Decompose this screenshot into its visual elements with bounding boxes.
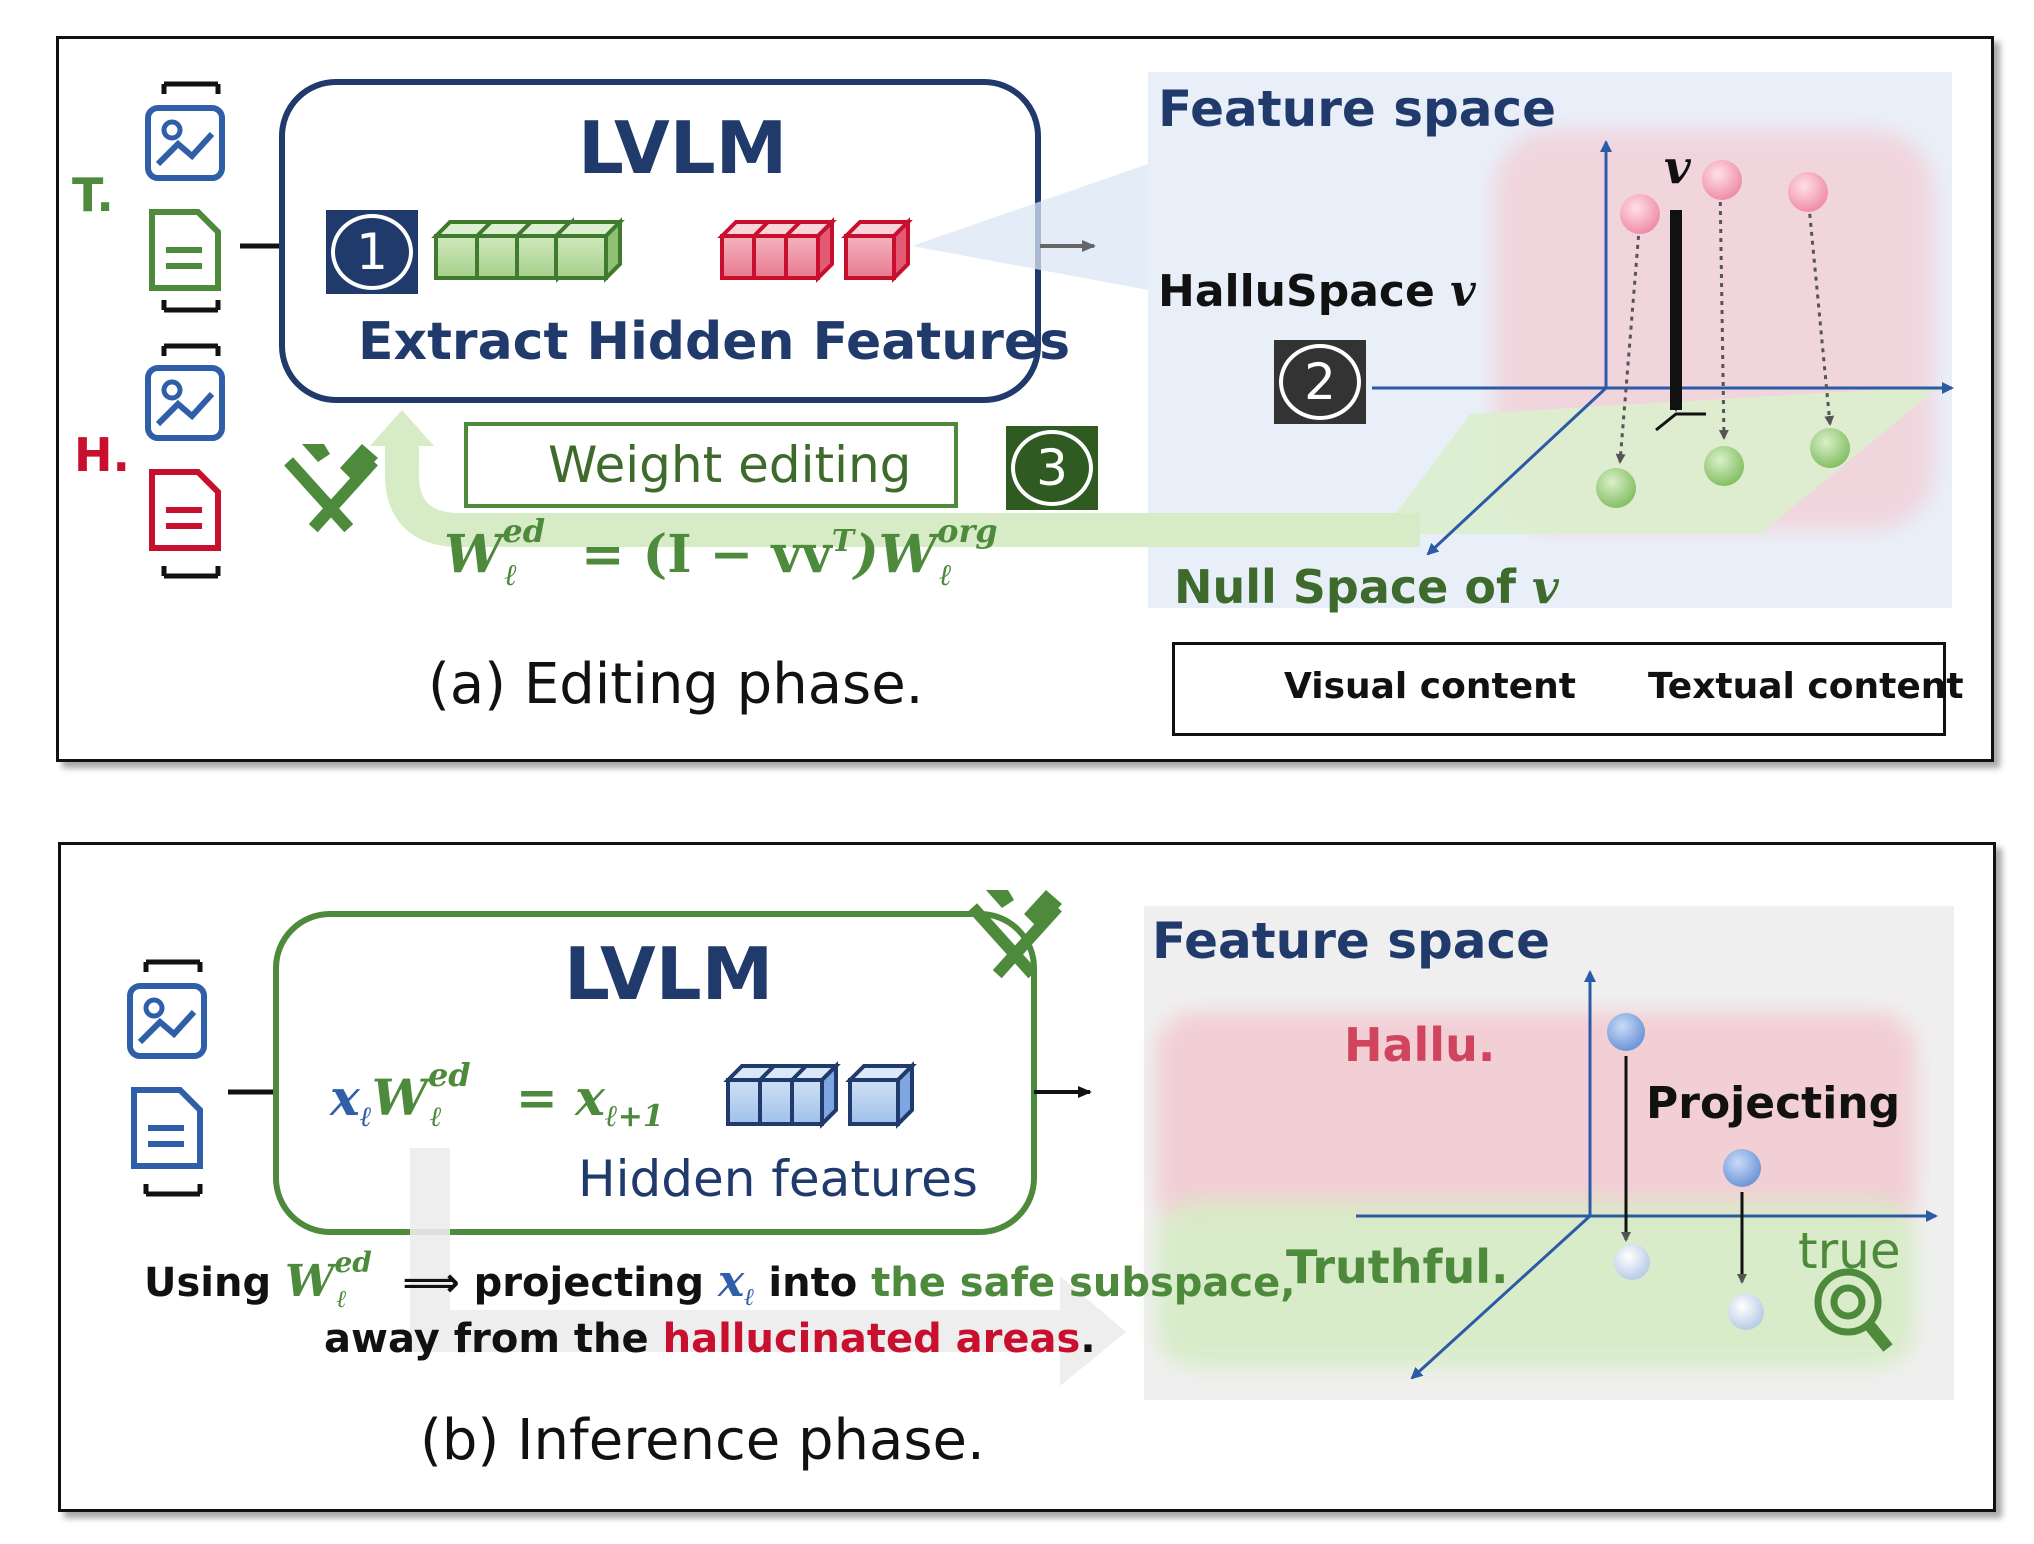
halluspace-v: v (1450, 266, 1476, 317)
using-W-sub: ℓ (336, 1284, 347, 1313)
feature-space-title-inference: Feature space (1152, 912, 1551, 970)
image-icon (145, 105, 225, 181)
lvlm-box-inference (273, 911, 1037, 1235)
formula-eq: = (I − vv (580, 524, 832, 585)
step-3-badge: 3 (1006, 426, 1098, 510)
hammer-pick-icon (968, 890, 1062, 979)
legend-box (1172, 642, 1946, 736)
using-W-sup: ed (334, 1246, 372, 1279)
using-text: Using (144, 1260, 272, 1306)
image-icon (127, 983, 207, 1059)
document-icon (131, 1087, 203, 1169)
projection-wedge (912, 164, 1148, 290)
using-arrow-text: ⟹ projecting (402, 1260, 705, 1306)
bracket-inference (143, 959, 203, 1197)
projected-points (1614, 1244, 1764, 1330)
legend-visual-label: Visual content (1284, 666, 1576, 707)
weight-editing-label: Weight editing (548, 436, 912, 494)
document-icon (149, 469, 221, 551)
null-space-text: Null Space of (1174, 560, 1516, 614)
formula-T: T (831, 524, 855, 559)
away-text: away from the (324, 1316, 649, 1362)
inference-flow-arrow (410, 1148, 1126, 1386)
step-3-number: 3 (1011, 430, 1093, 506)
null-space-label: Null Space of v (1174, 560, 1559, 614)
null-space-v: v (1532, 560, 1559, 614)
axes-editing (1372, 140, 1954, 556)
formula-lhs-sup: ed (502, 512, 546, 550)
using-W: W (285, 1256, 335, 1307)
formula-lhs-sub: ℓ (504, 558, 518, 593)
formula-rhs: )W (854, 524, 938, 585)
legend-textual-label: Textual content (1648, 666, 1964, 707)
step-2-number: 2 (1279, 344, 1361, 420)
v-right-angle-mark (1655, 412, 1706, 432)
v-vector-label: v (1664, 140, 1691, 194)
label-hallu-group: H. (74, 428, 130, 482)
blue-feature-cubes (723, 1061, 917, 1129)
away-period: . (1080, 1316, 1096, 1362)
eq-W-sub: ℓ (429, 1100, 442, 1133)
true-label: true (1798, 1222, 1901, 1280)
null-space-plane (1380, 386, 1940, 534)
step-2-badge: 2 (1274, 340, 1366, 424)
label-truthful-group: T. (72, 168, 114, 222)
formula-rhs-sub: ℓ (939, 558, 952, 593)
hidden-features-label: Hidden features (578, 1150, 978, 1208)
truthful-band (1156, 1200, 1916, 1368)
hallu-label: Hallu. (1344, 1018, 1496, 1072)
eq-W: W (371, 1068, 428, 1127)
truthful-label: Truthful. (1286, 1240, 1509, 1294)
green-feature-cubes (431, 217, 625, 283)
formula-lhs: W (444, 524, 503, 585)
null-space-points (1596, 428, 1850, 508)
hammer-pick-icon (284, 444, 378, 533)
eq-rhs: = x (515, 1068, 605, 1127)
eq-x-sub: ℓ (359, 1100, 372, 1133)
red-feature-cubes (717, 217, 913, 283)
input-points (1607, 1013, 1761, 1187)
lvlm-title-inference: LVLM (564, 932, 774, 1016)
step-1-badge: 1 (326, 210, 418, 294)
caption-inference-phase: (b) Inference phase. (420, 1408, 985, 1473)
image-icon (145, 365, 225, 441)
feature-space-title-editing: Feature space (1158, 80, 1557, 138)
using-into: into (768, 1260, 858, 1306)
formula-rhs-sup: org (937, 512, 998, 550)
weight-editing-box (464, 422, 958, 508)
hallu-points (1620, 160, 1828, 234)
axes-inference (1356, 970, 1938, 1380)
eq-x: x (330, 1068, 360, 1127)
projection-lines-editing (1615, 183, 1835, 464)
extract-hidden-features-label: Extract Hidden Features (358, 312, 1071, 372)
using-x: x (717, 1256, 745, 1307)
using-x-sub: ℓ (744, 1282, 755, 1311)
lvlm-title-editing: LVLM (578, 106, 788, 190)
eq-W-sup: ed (427, 1056, 471, 1094)
document-icon (149, 209, 221, 291)
bracket-truthful (161, 81, 221, 579)
projecting-label: Projecting (1646, 1078, 1901, 1129)
feedback-arrow-head (370, 410, 434, 446)
eq-rhs-sub: ℓ+1 (604, 1099, 664, 1134)
projection-lines-inference (1621, 1056, 1747, 1284)
using-safe-subspace: the safe subspace, (871, 1260, 1296, 1306)
away-line: away from the hallucinated areas. (324, 1316, 1096, 1362)
halluspace-text: HalluSpace (1158, 266, 1435, 317)
caption-editing-phase: (a) Editing phase. (428, 652, 924, 717)
magnifier-check-icon (1814, 1268, 1893, 1352)
feedback-arrow (384, 440, 1420, 547)
halluspace-label: HalluSpace v (1158, 266, 1476, 317)
hallucinated-areas: hallucinated areas (662, 1316, 1081, 1362)
step-1-number: 1 (331, 214, 413, 290)
